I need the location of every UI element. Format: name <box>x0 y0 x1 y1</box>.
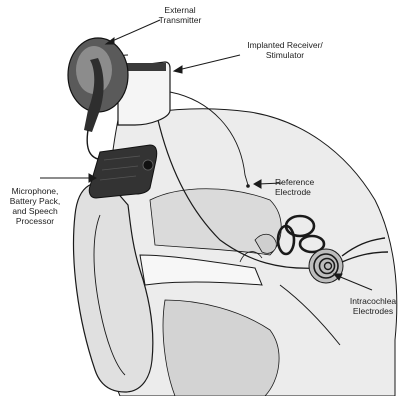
label-microphone-processor: Microphone, Battery Pack, and Speech Pro… <box>2 186 68 226</box>
label-intracochlea-electrodes: Intracochlea Electrodes <box>340 296 406 316</box>
speech-processor <box>89 145 157 198</box>
processor-dial-icon <box>143 160 153 170</box>
label-reference-electrode: Reference Electrode <box>275 177 335 197</box>
reference-electrode <box>246 184 250 188</box>
label-implanted-receiver: Implanted Receiver/ Stimulator <box>235 40 335 60</box>
label-external-transmitter: External Transmitter <box>140 5 220 25</box>
